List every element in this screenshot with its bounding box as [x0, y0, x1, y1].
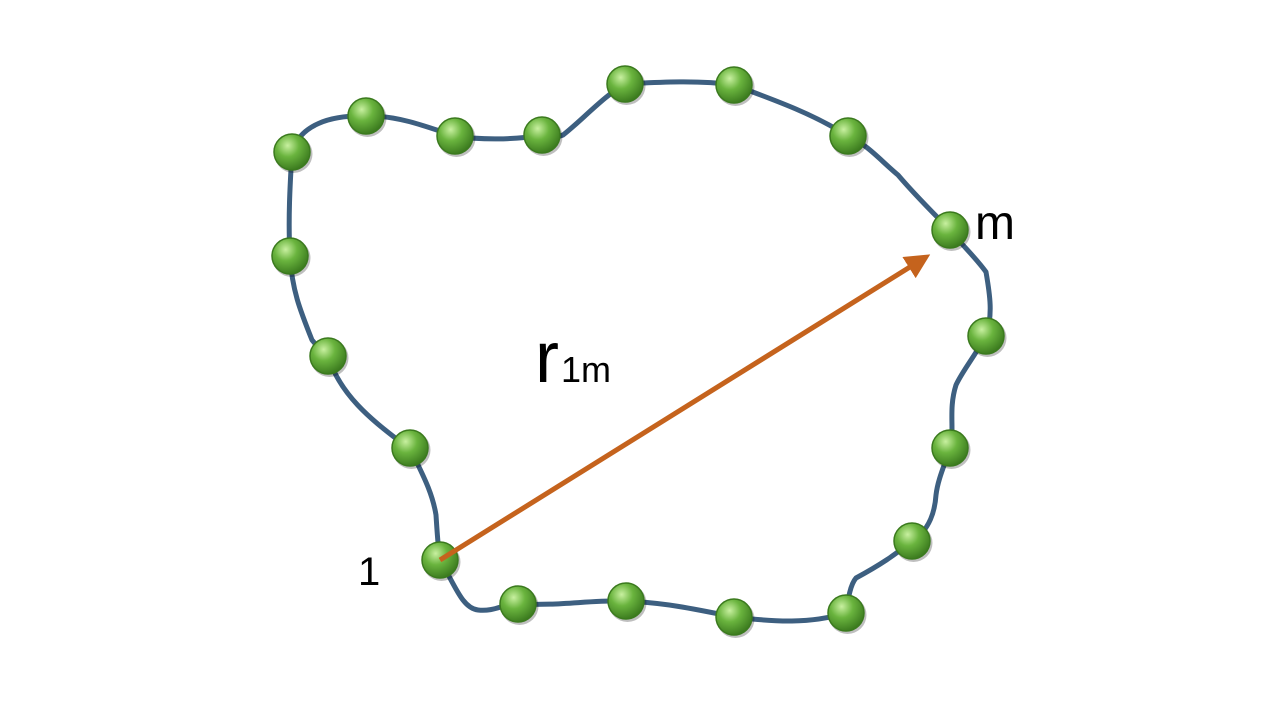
end-to-end-vector-arrow — [438, 254, 931, 563]
vector-subscript: 1m — [560, 349, 611, 390]
bead — [827, 594, 865, 632]
bead — [606, 65, 644, 103]
bead — [715, 66, 753, 104]
bead — [829, 117, 867, 155]
end-to-end-vector-label: r1m — [535, 322, 611, 394]
start-bead-label: 1 — [358, 550, 381, 594]
bead — [391, 429, 429, 467]
bead — [309, 337, 347, 375]
bead — [499, 585, 537, 623]
bead — [715, 598, 753, 636]
bead — [347, 97, 385, 135]
bead — [931, 429, 969, 467]
bead — [271, 237, 309, 275]
bead — [523, 116, 561, 154]
polymer-chain-outline — [286, 79, 993, 624]
bead — [607, 582, 645, 620]
bead — [893, 522, 931, 560]
end-bead-label: m — [975, 197, 1015, 250]
bead — [967, 317, 1005, 355]
bead — [273, 133, 311, 171]
bead — [436, 117, 474, 155]
bead-group — [271, 65, 1007, 638]
vector-symbol: r — [535, 318, 559, 398]
bead-end — [931, 211, 969, 249]
